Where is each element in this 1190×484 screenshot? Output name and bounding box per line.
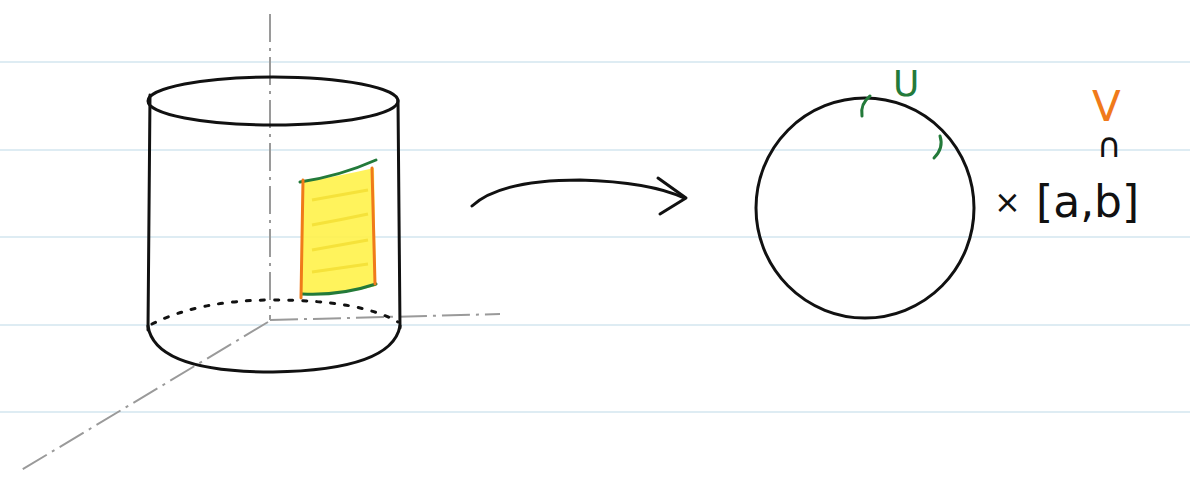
interval-label: [a,b] bbox=[1036, 180, 1139, 224]
yellow-patch bbox=[300, 160, 376, 298]
set-label: V bbox=[1092, 86, 1121, 128]
paper-lines bbox=[0, 62, 1190, 412]
map-arrow bbox=[472, 178, 686, 214]
cylinder bbox=[148, 77, 400, 372]
product-symbol: × bbox=[994, 186, 1021, 218]
subset-symbol: ∩ bbox=[1097, 128, 1122, 162]
circle bbox=[756, 96, 974, 318]
set-label: U bbox=[893, 66, 919, 102]
axes bbox=[18, 14, 500, 472]
